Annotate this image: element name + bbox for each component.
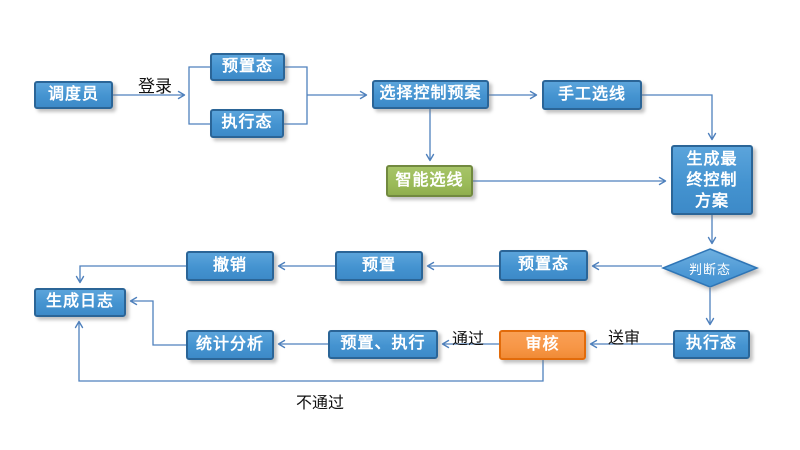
node-judge-state-label: 判断态 [688, 261, 731, 277]
node-revoke: 撤销 [186, 251, 274, 281]
node-select-control-plan: 选择控制预案 [372, 80, 489, 109]
node-preset-label: 预置 [361, 256, 396, 274]
edge-label-to-review: 送审 [607, 330, 641, 347]
node-exec-state-top-label: 执行态 [221, 114, 273, 132]
node-dispatcher: 调度员 [34, 81, 113, 109]
node-preset-state-bottom: 预置态 [499, 250, 588, 281]
node-smart-line-select-label: 智能选线 [395, 171, 464, 189]
node-exec-state-top: 执行态 [210, 109, 284, 138]
node-stats-analysis: 统计分析 [186, 330, 274, 360]
node-stats-analysis-label: 统计分析 [195, 335, 264, 353]
edge-label-pass: 通过 [451, 331, 485, 348]
node-preset-state-top-label: 预置态 [221, 57, 273, 75]
judge-diamond-shape [660, 248, 760, 288]
node-manual-line-select: 手工选线 [542, 80, 642, 110]
node-exec-state-bottom: 执行态 [673, 330, 750, 359]
node-revoke-label: 撤销 [212, 256, 247, 274]
edge-label-fail: 不通过 [295, 395, 345, 412]
edge-review-fail-to-genlog [74, 320, 544, 382]
node-select-control-plan-label: 选择控制预案 [379, 85, 482, 103]
bracket-left [188, 66, 210, 125]
node-preset-exec: 预置、执行 [328, 330, 438, 359]
node-dispatcher-label: 调度员 [47, 85, 99, 103]
edge-stats-to-genlog [129, 296, 186, 346]
node-exec-state-bottom-label: 执行态 [685, 335, 737, 353]
node-preset: 预置 [335, 251, 423, 281]
node-review: 审核 [499, 330, 586, 360]
node-generate-log-label: 生成日志 [45, 293, 114, 311]
bracket-right [284, 66, 308, 125]
node-manual-line-select-label: 手工选线 [557, 85, 626, 103]
edge-label-login: 登录 [138, 77, 172, 96]
node-review-label: 审核 [525, 335, 560, 353]
node-smart-line-select: 智能选线 [386, 165, 473, 197]
node-generate-log: 生成日志 [34, 288, 126, 317]
node-preset-state-top: 预置态 [210, 53, 285, 81]
edge-manual-to-final [642, 94, 717, 141]
node-preset-state-bottom-label: 预置态 [517, 256, 569, 274]
node-final-control-scheme-label: 生成最 终控制 方案 [686, 150, 738, 210]
node-final-control-scheme: 生成最 终控制 方案 [671, 145, 753, 215]
edge-revoke-to-genlog [75, 265, 186, 284]
node-judge-state: 判断态 [660, 246, 760, 290]
node-preset-exec-label: 预置、执行 [340, 335, 426, 353]
